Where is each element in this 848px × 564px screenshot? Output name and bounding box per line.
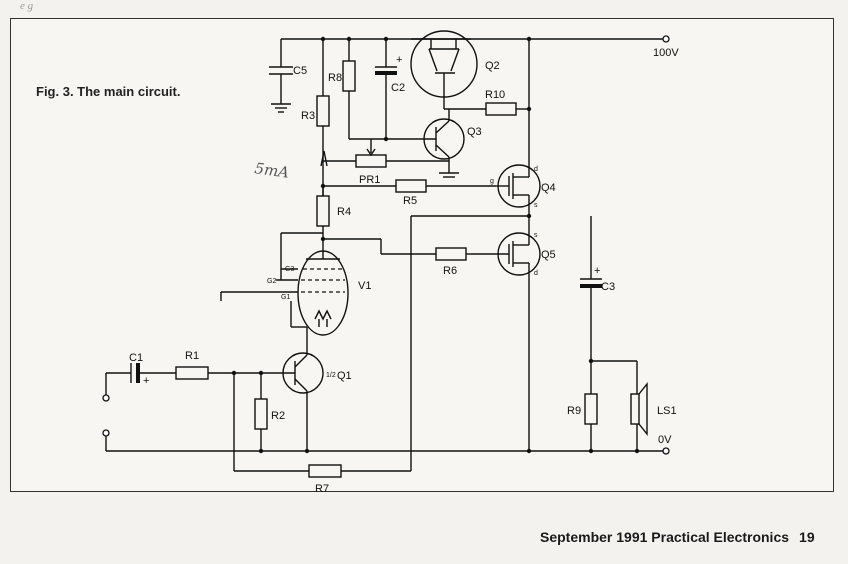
resistor-r8: R8 xyxy=(328,39,419,140)
resistor-r7: R7 xyxy=(233,215,529,493)
label-q5: Q5 xyxy=(541,249,556,261)
label-q3: Q3 xyxy=(467,126,482,138)
label-v1: V1 xyxy=(358,280,371,292)
svg-text:+: + xyxy=(143,375,149,387)
input-network: + C1 R1 xyxy=(102,292,261,451)
svg-text:+: + xyxy=(396,54,402,66)
svg-text:g: g xyxy=(490,178,494,185)
transistor-q1: 1/2 Q1 xyxy=(261,346,352,454)
label-r1: R1 xyxy=(185,350,199,362)
svg-text:d: d xyxy=(534,166,538,173)
resistor-r4: R4 xyxy=(316,183,351,249)
label-r7: R7 xyxy=(315,483,329,493)
label-c2: C2 xyxy=(391,82,405,94)
label-r5: R5 xyxy=(403,195,417,207)
resistor-r3: R3 xyxy=(301,39,330,196)
transistor-q2: Q2 xyxy=(410,30,500,109)
label-ls1: LS1 xyxy=(657,405,677,417)
label-c3: C3 xyxy=(601,281,615,293)
running-text-fragment: e g xyxy=(20,0,34,12)
potentiometer-pr1: PR1 xyxy=(323,139,449,186)
svg-text:+: + xyxy=(594,265,600,277)
circuit-diagram: 100V 0V C5 xyxy=(102,30,679,493)
transistor-q3: Q3 xyxy=(419,109,482,178)
label-r9: R9 xyxy=(567,405,581,417)
svg-text:1/2: 1/2 xyxy=(326,372,336,379)
label-r2: R2 xyxy=(271,410,285,422)
resistor-r9: R9 xyxy=(567,361,598,454)
handwritten-arrow xyxy=(320,150,328,167)
page-footer: September 1991 Practical Electronics 19 xyxy=(540,529,815,545)
valve-v1: V1 G3 G2 G1 xyxy=(220,232,371,346)
label-q2: Q2 xyxy=(485,60,500,72)
footer-issue-text: September 1991 Practical Electronics xyxy=(540,529,790,545)
label-r8: R8 xyxy=(328,72,342,84)
resistor-r5: R5 xyxy=(323,179,496,207)
figure-frame: 100V 0V C5 xyxy=(10,18,834,493)
capacitor-c2: + C2 xyxy=(320,36,405,142)
svg-text:d: d xyxy=(534,270,538,277)
loudspeaker-ls1: LS1 xyxy=(591,360,677,454)
label-r10: R10 xyxy=(485,89,505,101)
handwritten-5ma-note: 5mA xyxy=(253,159,290,182)
figure-caption: Fig. 3. The main circuit. xyxy=(36,84,181,99)
label-q1: Q1 xyxy=(337,370,352,382)
label-r4: R4 xyxy=(337,206,351,218)
ground-rail: 0V xyxy=(106,434,672,455)
label-r6: R6 xyxy=(443,265,457,277)
mosfet-q4: g d s Q4 xyxy=(490,161,556,209)
label-pr1: PR1 xyxy=(359,174,380,186)
resistor-r2: R2 xyxy=(254,370,285,454)
mosfet-q5: s d Q5 xyxy=(471,216,556,277)
capacitor-c5: C5 xyxy=(269,39,307,113)
svg-text:G2: G2 xyxy=(267,278,276,285)
label-100v: 100V xyxy=(653,47,679,59)
capacitor-c3: + C3 xyxy=(580,216,615,364)
label-c5: C5 xyxy=(293,65,307,77)
label-r3: R3 xyxy=(301,110,315,122)
resistor-r6: R6 xyxy=(323,238,471,277)
page-number: 19 xyxy=(799,529,815,545)
label-0v: 0V xyxy=(658,434,672,446)
svg-text:s: s xyxy=(534,202,538,209)
svg-text:s: s xyxy=(534,232,538,239)
label-c1: C1 xyxy=(129,352,143,364)
svg-text:G1: G1 xyxy=(281,294,290,301)
label-q4: Q4 xyxy=(541,182,556,194)
resistor-r10: R10 xyxy=(444,89,532,116)
supply-rail: 100V xyxy=(281,35,679,59)
